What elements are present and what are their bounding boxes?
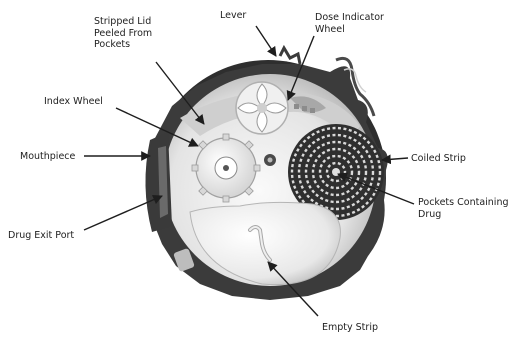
label-mouthpiece: Mouthpiece xyxy=(20,151,75,163)
label-lever: Lever xyxy=(220,10,246,22)
label-coiled-strip: Coiled Strip xyxy=(411,153,466,165)
label-index-wheel: Index Wheel xyxy=(44,96,103,108)
label-drug-exit-port: Drug Exit Port xyxy=(8,230,74,242)
label-pockets-containing-drug: Pockets Containing Drug xyxy=(418,197,509,220)
lever-pointer xyxy=(256,26,276,56)
label-empty-strip: Empty Strip xyxy=(322,322,378,334)
label-dose-indicator-wheel: Dose Indicator Wheel xyxy=(315,12,384,35)
label-stripped-lid: Stripped Lid Peeled From Pockets xyxy=(94,16,152,51)
